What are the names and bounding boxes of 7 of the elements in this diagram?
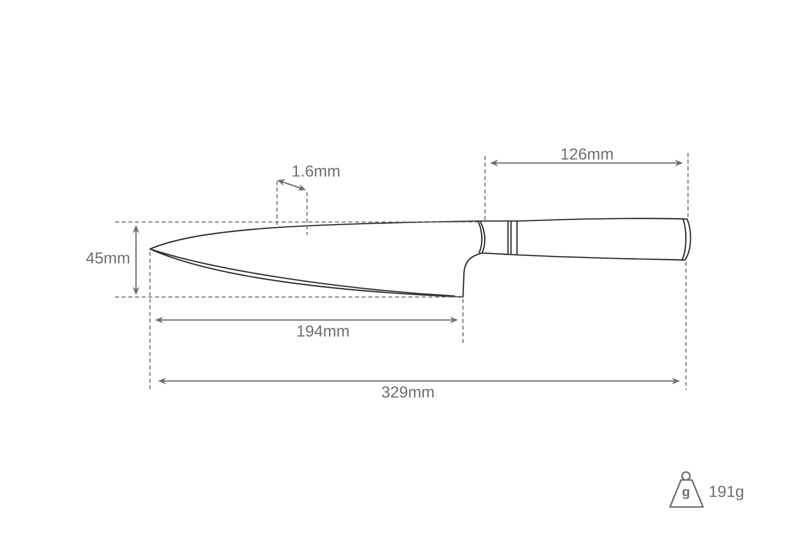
dimension-label: 1.6mm (292, 165, 340, 177)
unit-letter: g (682, 489, 690, 499)
dimension-label: 45mm (86, 252, 130, 264)
dimension-label: 126mm (562, 148, 613, 160)
dimension-label: 329mm (382, 386, 434, 398)
dimension-label: 194mm (298, 325, 349, 337)
weight-label: 191g (710, 486, 744, 500)
